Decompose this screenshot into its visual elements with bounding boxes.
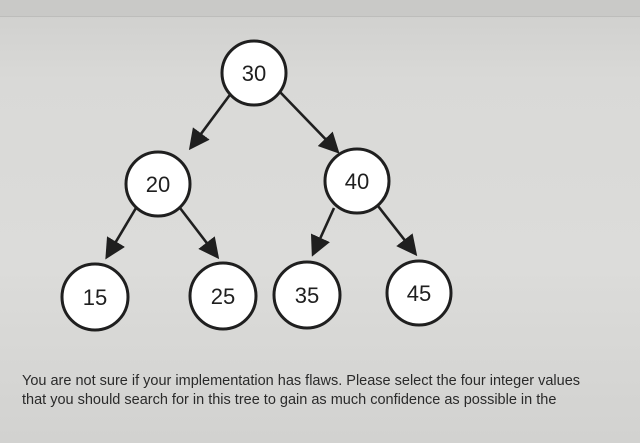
tree-node-45: 45 (385, 259, 453, 327)
tree-node-40: 40 (323, 147, 391, 215)
question-line-2: that you should search for in this tree … (22, 392, 557, 408)
node-label-15: 15 (83, 285, 107, 310)
node-label-20: 20 (146, 172, 170, 197)
tree-edges (105, 91, 418, 260)
edge-20-25 (178, 207, 220, 260)
edge-40-35 (310, 207, 336, 257)
binary-tree-diagram: 30 20 40 15 25 35 45 (60, 39, 453, 332)
edge-40-45 (376, 205, 418, 257)
question-line-1: You are not sure if your implementation … (22, 373, 581, 389)
tree-node-15: 15 (60, 262, 130, 332)
top-strip (0, 0, 640, 17)
tree-node-25: 25 (188, 261, 258, 331)
node-label-35: 35 (295, 283, 319, 308)
node-label-40: 40 (345, 169, 369, 194)
edge-30-40 (279, 91, 340, 154)
node-label-45: 45 (407, 281, 431, 306)
tree-node-20: 20 (124, 150, 192, 218)
tree-node-35: 35 (272, 260, 342, 330)
edge-30-20 (188, 91, 234, 151)
edge-20-15 (105, 207, 138, 260)
node-label-25: 25 (211, 284, 235, 309)
tree-node-30: 30 (220, 39, 288, 107)
node-label-30: 30 (242, 61, 266, 86)
question-text: You are not sure if your implementation … (22, 372, 622, 410)
